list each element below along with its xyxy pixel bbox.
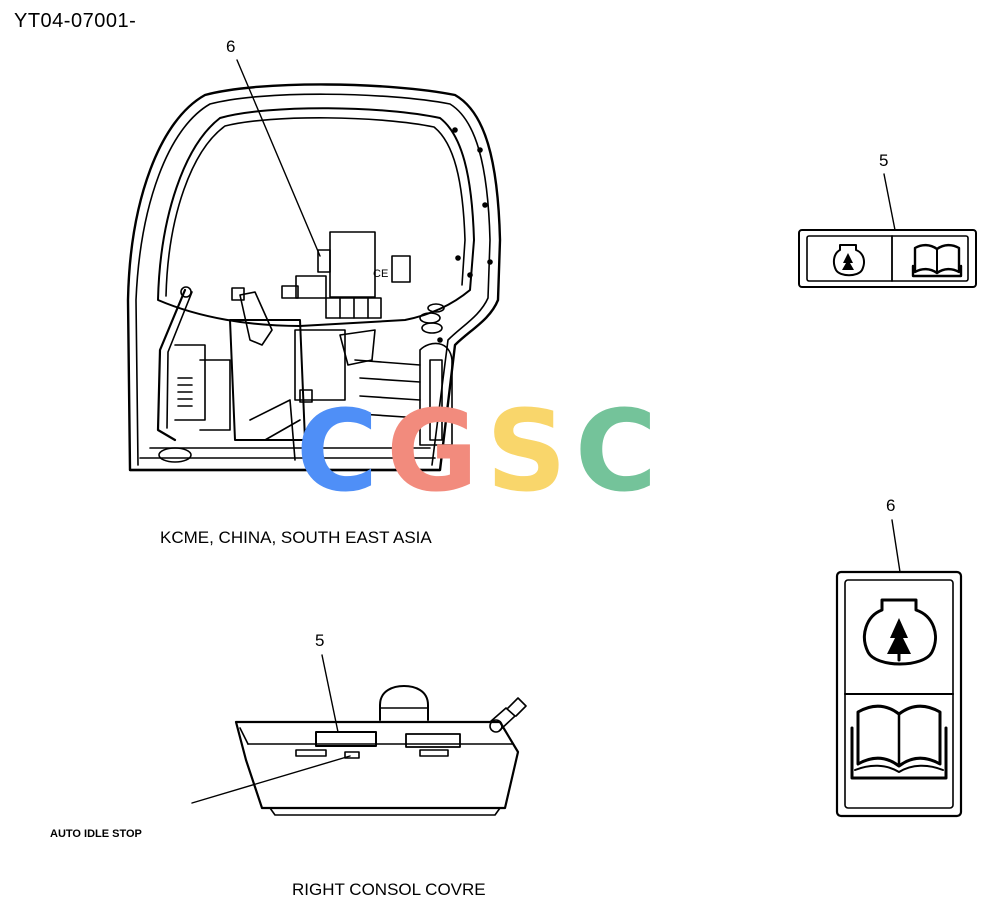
console-callout-number: 5 bbox=[315, 631, 325, 650]
cab-caption: KCME, CHINA, SOUTH EAST ASIA bbox=[160, 528, 432, 547]
manual-book-icon-large bbox=[850, 704, 948, 780]
drawing-code: YT04-07001- bbox=[14, 10, 137, 32]
engine-idle-icon-large bbox=[863, 598, 937, 666]
watermark-letter-s: S bbox=[486, 387, 575, 517]
decal-vertical-leader-line bbox=[891, 519, 901, 573]
decal-vertical bbox=[835, 519, 963, 818]
auto-idle-stop-leader-line bbox=[191, 755, 351, 804]
engine-idle-icon bbox=[832, 244, 865, 277]
decal-horizontal-leader-line bbox=[883, 173, 896, 231]
console-leader-line bbox=[321, 654, 339, 733]
right-console-drawing bbox=[234, 654, 527, 816]
cab-interior-drawing: CE bbox=[126, 83, 502, 472]
cab-callout-number: 6 bbox=[226, 37, 236, 56]
watermark: CGSC bbox=[296, 396, 665, 508]
decal-horizontal bbox=[798, 173, 977, 288]
svg-text:CE: CE bbox=[373, 268, 388, 280]
manual-book-icon bbox=[911, 243, 963, 278]
cab-leader-line bbox=[236, 59, 321, 257]
watermark-letter-c2: C bbox=[574, 387, 666, 517]
decal-horizontal-callout-number: 5 bbox=[879, 151, 889, 170]
console-caption: RIGHT CONSOL COVRE bbox=[292, 880, 486, 899]
decal-vertical-callout-number: 6 bbox=[886, 496, 896, 515]
auto-idle-stop-label: AUTO IDLE STOP bbox=[50, 828, 142, 840]
watermark-letter-g: G bbox=[386, 387, 487, 517]
watermark-letter-c1: C bbox=[296, 387, 387, 517]
